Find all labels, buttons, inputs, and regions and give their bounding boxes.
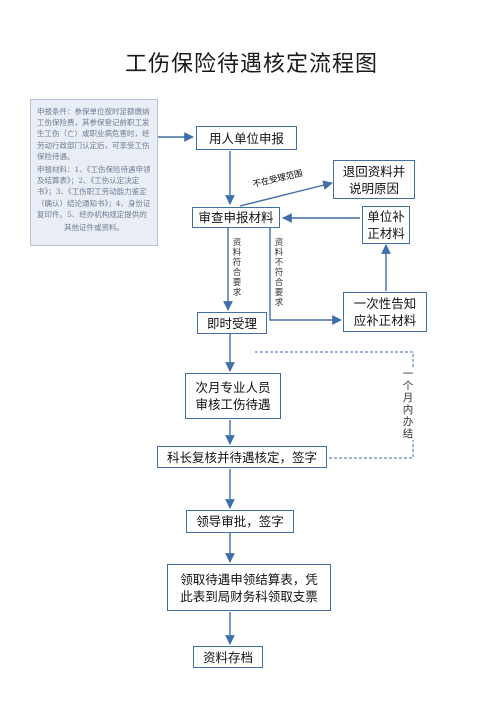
node-next-month-review: 次月专业人员 审核工伤待遇 [185, 373, 281, 419]
node-chief-recheck: 科长复核并待遇核定，签字 [157, 446, 327, 468]
node-notify-once: 一次性告知 应补正材料 [343, 292, 427, 332]
node-return-docs: 退回资料并 说明原因 [333, 160, 415, 199]
page-title: 工伤保险待遇核定流程图 [124, 52, 378, 77]
note-materials: 申报材料：1、《工伤保险待遇申领及结算表》；2、《工伤认定决定书》；3、《工伤职… [37, 165, 151, 219]
arrow-review-to-return [239, 180, 333, 207]
node-review-docs: 审查申报材料 [192, 207, 280, 228]
node-accept: 即时受理 [197, 312, 267, 334]
node-collect-form: 领取待遇申领结算表，凭 此表到局财务科领取支票 [167, 564, 331, 611]
label-not-meets-requirements: 资料不符合要求 [274, 238, 284, 308]
label-within-one-month: 一个月内办结 [402, 368, 414, 440]
node-employer-apply: 用人单位申报 [196, 126, 297, 150]
label-meets-requirements: 资料符合要求 [232, 238, 242, 298]
note-conditions: 申报条件：参保单位按时足额缴纳工伤保险费，其参保登记前职工发生工伤（亡）或职业病… [37, 107, 150, 161]
application-note: 申报条件：参保单位按时足额缴纳工伤保险费，其参保登记前职工发生工伤（亡）或职业病… [30, 99, 158, 246]
note-materials-tail: 其他证件或资料。 [64, 223, 124, 233]
arrow-review-to-notify [269, 227, 342, 325]
node-archive: 资料存档 [193, 646, 263, 668]
node-supplement: 单位补 正材料 [362, 206, 410, 244]
node-leader-approve: 领导审批，签字 [186, 510, 294, 533]
